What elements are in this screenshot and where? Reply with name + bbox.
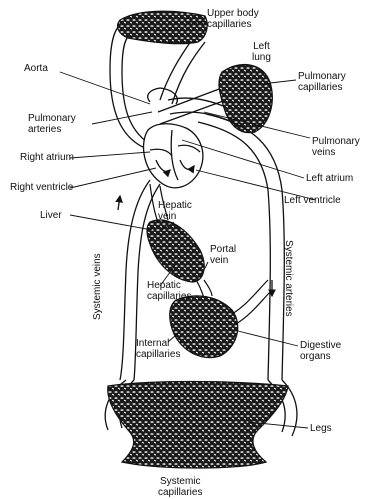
label-pulm-veins-line2: veins: [312, 147, 360, 158]
label-systemic-arteries: Systemic arteries: [283, 240, 294, 317]
label-digestive-line1: Digestive: [300, 340, 341, 351]
upper-body-capillaries: [118, 11, 208, 43]
label-portal-vein: Portal vein: [210, 244, 236, 266]
heart: [144, 124, 203, 188]
label-left-lung-line1: Left: [252, 41, 271, 52]
label-right-ventricle: Right ventricle: [10, 182, 73, 193]
label-pulmonary-arteries: Pulmonary arteries: [28, 113, 76, 135]
label-legs: Legs: [310, 423, 332, 434]
label-pulmonary-veins: Pulmonary veins: [312, 136, 360, 158]
label-pulm-art-line1: Pulmonary: [28, 113, 76, 124]
label-pulm-cap-line1: Pulmonary: [298, 71, 346, 82]
label-left-atrium: Left atrium: [306, 173, 353, 184]
label-portal-vein-line2: vein: [210, 255, 236, 266]
leader-lines: [60, 22, 316, 428]
label-internal-capillaries: Internal capillaries: [136, 338, 180, 360]
label-left-ventricle: Left ventricle: [284, 195, 341, 206]
hepatic-capillaries: [147, 220, 204, 282]
label-pulm-veins-line1: Pulmonary: [312, 136, 360, 147]
label-upper-body-line1: Upper body: [207, 8, 259, 19]
systemic-capillaries-legs: [108, 382, 288, 469]
label-systemic-cap-line2: capillaries: [158, 487, 202, 498]
label-right-atrium: Right atrium: [20, 152, 74, 163]
label-pulmonary-capillaries: Pulmonary capillaries: [298, 71, 346, 93]
label-internal-cap-line2: capillaries: [136, 349, 180, 360]
label-left-lung: Left lung: [252, 41, 271, 63]
pulmonary-circuit: [148, 88, 232, 124]
label-upper-body-line2: capillaries: [207, 19, 259, 30]
label-digestive-organs: Digestive organs: [300, 340, 341, 362]
label-digestive-line2: organs: [300, 351, 341, 362]
label-pulm-art-line2: arteries: [28, 124, 76, 135]
label-pulm-cap-line2: capillaries: [298, 82, 346, 93]
label-aorta: Aorta: [24, 63, 48, 74]
label-liver: Liver: [40, 210, 62, 221]
label-upper-body-capillaries: Upper body capillaries: [207, 8, 259, 30]
label-portal-vein-line1: Portal: [210, 244, 236, 255]
label-systemic-capillaries: Systemic capillaries: [158, 476, 202, 498]
digestive-link-vessels: [232, 280, 272, 324]
label-hepatic-vein-line2: vein: [158, 211, 192, 222]
label-hepatic-capillaries: Hepatic capillaries: [147, 280, 191, 302]
label-left-lung-line2: lung: [252, 52, 271, 63]
label-systemic-veins: Systemic veins: [92, 253, 103, 320]
label-hepatic-cap-line2: capillaries: [147, 291, 191, 302]
label-internal-cap-line1: Internal: [136, 338, 180, 349]
label-hepatic-vein-line1: Hepatic: [158, 200, 192, 211]
label-hepatic-cap-line1: Hepatic: [147, 280, 191, 291]
label-hepatic-vein: Hepatic vein: [158, 200, 192, 222]
label-systemic-cap-line1: Systemic: [158, 476, 202, 487]
